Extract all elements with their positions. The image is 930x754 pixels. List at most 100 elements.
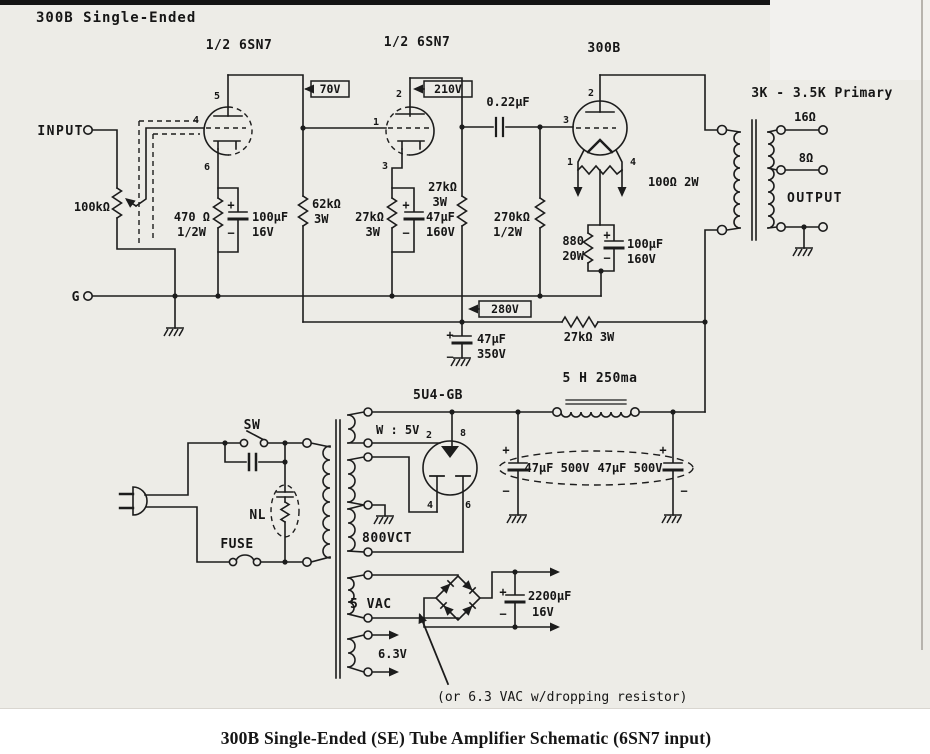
- v2-envelope: [409, 106, 435, 156]
- v3-filament: [586, 138, 614, 154]
- switch-label: SW: [244, 418, 261, 433]
- arrows: [122, 84, 627, 677]
- c-dcfil-label: 2200µF: [528, 589, 571, 603]
- ot-primary-terminal: [716, 224, 728, 236]
- ot-secondary-coil: [767, 131, 775, 229]
- c-filter1-label: 47µF 500V: [524, 461, 589, 475]
- output-label: OUTPUT: [787, 191, 843, 206]
- c-cathode1-label: 100µF: [252, 210, 288, 224]
- pin-label: 2: [588, 88, 594, 99]
- minus-sign: −: [680, 484, 687, 498]
- pin-label: 4: [427, 500, 433, 511]
- switch-lever: [245, 429, 266, 442]
- voltage-callouts: [310, 80, 532, 318]
- switch-terminal: [239, 438, 249, 448]
- filter-can-outline: [498, 450, 694, 486]
- tube-envelopes: [203, 100, 628, 496]
- rectifier-envelope: [422, 440, 478, 496]
- fuse-terminal: [252, 557, 262, 567]
- pt-5v-terminal: [363, 438, 373, 448]
- choke-coil: [560, 411, 632, 418]
- minus-sign: −: [502, 484, 509, 498]
- c-coupling-cap: [494, 116, 505, 138]
- pin-label: 4: [630, 157, 636, 168]
- fuse-terminal: [228, 557, 238, 567]
- tp1-box: [310, 80, 350, 98]
- speaker-terminal: [817, 222, 828, 233]
- minus-sign: −: [446, 350, 453, 364]
- c-dcfil-volt: 16V: [532, 605, 554, 619]
- ot-primary-terminal: [716, 124, 728, 136]
- pin-label: 1: [567, 157, 573, 168]
- line-cap: [247, 452, 258, 472]
- pt-core: [335, 419, 341, 679]
- pt-63v-terminal: [363, 667, 373, 677]
- v1-envelope-dashed: [227, 106, 253, 156]
- r-grid3-label: 270kΩ: [494, 210, 530, 224]
- input-label: INPUT: [37, 124, 84, 139]
- r-cathode2-watt: 3W: [366, 225, 381, 239]
- r-grid3: [534, 196, 546, 230]
- c-cathode2-volt: 160V: [426, 225, 455, 239]
- tp1-value: 70V: [320, 82, 341, 96]
- minus-sign: −: [603, 251, 610, 265]
- r-dropper-label: 27kΩ 3W: [564, 330, 615, 344]
- pin-label: 6: [204, 162, 210, 173]
- pt-hv-terminal: [363, 547, 373, 557]
- pt-5vac-coil: [347, 577, 355, 615]
- schematic-labels: 300B Single-Ended 1/2 6SN7 1/2 6SN7 300B…: [36, 10, 893, 748]
- r-plate2-watt: 3W: [433, 195, 448, 209]
- pt-hv-terminal: [363, 452, 373, 462]
- r-cathode1: [212, 196, 224, 230]
- tap16-label: 16Ω: [794, 110, 816, 124]
- minus-sign: −: [499, 607, 506, 621]
- v2-label: 1/2 6SN7: [384, 35, 451, 50]
- v1-envelope: [203, 106, 229, 156]
- pt-primary-terminal: [301, 556, 312, 567]
- ot-primary-label: 3K - 3.5K Primary: [751, 86, 893, 101]
- pt-hv-ct-terminal: [363, 500, 373, 510]
- pt-hv-coil-b: [347, 508, 356, 552]
- speaker-terminal: [817, 165, 828, 176]
- plus-sign: +: [446, 328, 453, 342]
- heater-winding-label: 6.3V: [378, 647, 407, 661]
- pt-63v-terminal: [363, 630, 373, 640]
- pin-label: 2: [396, 89, 402, 100]
- rectifier-label: 5U4-GB: [413, 388, 463, 403]
- ot-16ohm-tap: [775, 125, 786, 136]
- figure-caption: 300B Single-Ended (SE) Tube Amplifier Sc…: [221, 728, 712, 748]
- v1-label: 1/2 6SN7: [206, 38, 273, 53]
- pin-label: 4: [193, 115, 199, 126]
- dashed-elements: [138, 106, 694, 538]
- ground-label: G: [72, 290, 80, 305]
- volume-pot-label: 100kΩ: [74, 200, 110, 214]
- pin-label: 3: [382, 161, 388, 172]
- ot-core: [751, 119, 757, 241]
- pt-5vac-terminal: [363, 613, 373, 623]
- r-plate2-label: 27kΩ: [428, 180, 457, 194]
- c-filter2-label: 47µF 500V: [597, 461, 662, 475]
- r-cathode3-label: 880: [562, 234, 584, 248]
- tp2-box: [423, 80, 473, 98]
- choke-terminal: [629, 406, 640, 417]
- speaker-terminal: [817, 125, 828, 136]
- pt-63v-coil: [347, 638, 356, 668]
- pin-label: 6: [465, 500, 471, 511]
- hum-pot-label: 100Ω 2W: [648, 175, 699, 189]
- r-plate1-label: 62kΩ: [312, 197, 341, 211]
- scan-edge-top: [0, 0, 770, 5]
- minus-sign: −: [402, 226, 409, 240]
- switch-terminal: [259, 438, 269, 448]
- r-cathode1-label: 470 Ω: [174, 210, 210, 224]
- fuse-label: FUSE: [220, 537, 253, 552]
- r-cathode3: [582, 231, 594, 265]
- minus-sign: −: [227, 226, 234, 240]
- junction-dots: [172, 124, 807, 630]
- input-terminal: [83, 125, 94, 136]
- ot-primary-coil: [733, 131, 741, 229]
- plus-sign: +: [227, 198, 234, 212]
- r-dropper: [560, 315, 600, 329]
- r-cathode1-watt: 1/2W: [177, 225, 207, 239]
